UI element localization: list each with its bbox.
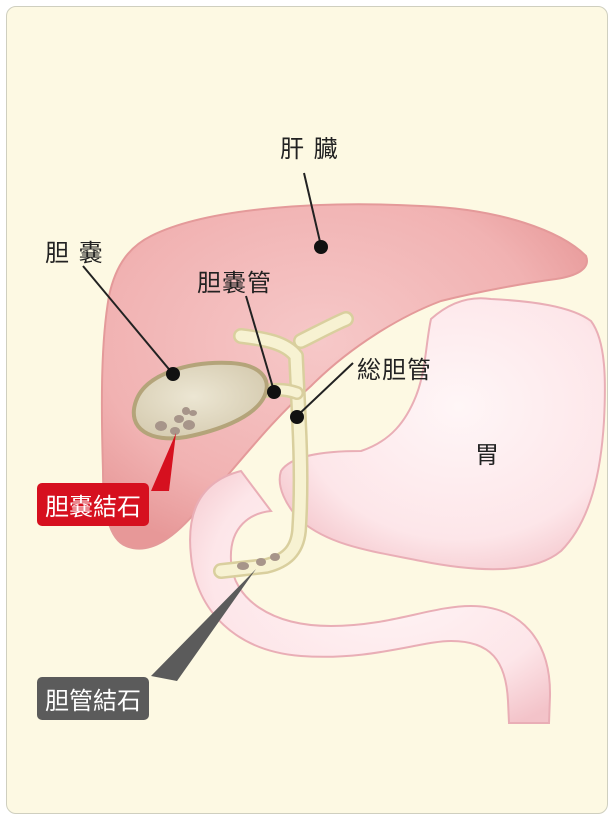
bile-duct-stone-tag: 胆管結石 [37, 677, 149, 720]
gallbladder-stone-tag: 胆嚢結石 [37, 483, 149, 526]
cystic-duct-label: 胆嚢管 [197, 263, 272, 298]
stomach-label: 胃 [475, 435, 500, 470]
gallbladder-label: 胆 嚢 [45, 233, 104, 268]
diagram-panel: 肝 臓 胆 嚢 胆嚢管 総胆管 胃 胆嚢結石 胆管結石 [6, 6, 608, 814]
liver-label: 肝 臓 [280, 129, 339, 164]
common-bile-duct-label: 総胆管 [357, 350, 432, 385]
